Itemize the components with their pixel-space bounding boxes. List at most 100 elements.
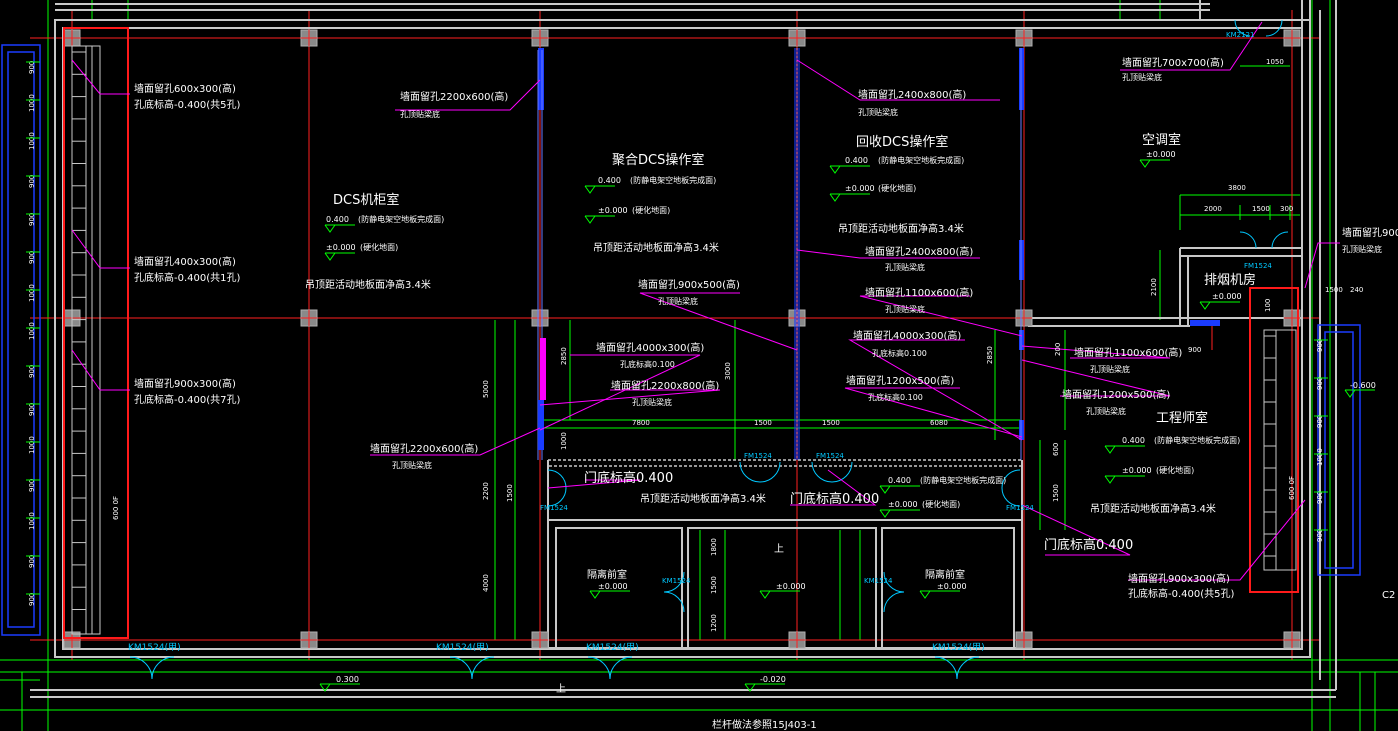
dcs-elev-400-note: (防静电架空地板完成面) <box>358 214 444 224</box>
opening-15-size: 墙面留孔1200x500(高) <box>1062 388 1170 401</box>
dim-3800: 3800 <box>1228 184 1246 192</box>
outside-level-1: 0.300 <box>336 675 359 684</box>
dim-240: 240 <box>1350 286 1363 294</box>
door-sill-notes: 门底标高0.400 门底标高0.400 门底标高0.400 <box>584 470 1133 553</box>
opening-15-level: 孔顶贴梁底 <box>1086 406 1126 416</box>
left-tray-dim-4: 900 <box>28 213 36 226</box>
door-tag-fm2: FM1524 <box>816 452 844 460</box>
left-tray-dim-10: 1000 <box>28 436 36 454</box>
opening-4-level: 孔顶贴梁底 <box>400 109 440 119</box>
iso-center-level: ±0.000 <box>776 582 806 591</box>
opening-2-level: 孔底标高-0.400(共1孔) <box>134 271 240 284</box>
polymer-elev-000: ±0.000 <box>598 206 628 215</box>
opening-11-level: 孔底标高0.100 <box>872 348 927 358</box>
left-rack <box>71 45 101 635</box>
highlight-boxes <box>63 27 1299 639</box>
outside-level-right: -0.600 <box>1350 381 1376 390</box>
door-tag-fm5: FM1524 <box>1244 262 1272 270</box>
engineer-elev-400-note: (防静电架空地板完成面) <box>1154 435 1240 445</box>
railing-note: 栏杆做法参照15J403-1 <box>712 718 817 731</box>
opening-4-size: 墙面留孔2200x600(高) <box>400 90 508 103</box>
opening-3-level: 孔底标高-0.400(共7孔) <box>134 393 240 406</box>
opening-6-level: 孔顶贴梁底 <box>1122 72 1162 82</box>
dim-2850b: 2850 <box>986 346 994 364</box>
column-1 <box>300 29 318 47</box>
column-14 <box>531 631 549 649</box>
column-15 <box>788 631 806 649</box>
dim-4000: 4000 <box>482 574 490 592</box>
left-tray-dim-1: 1000 <box>28 94 36 112</box>
corridor-elev-000: ±0.000 <box>888 500 918 509</box>
dim-1500b: 1500 <box>1325 286 1343 294</box>
door-tag-km3: KM1524(甲) <box>586 642 639 653</box>
left-tray-dim-14: 900 <box>28 593 36 606</box>
room-isolation-left: 隔离前室 <box>587 568 627 581</box>
column-3 <box>788 29 806 47</box>
recovery-elev-000-note: (硬化地面) <box>878 183 916 193</box>
engineer-elev-000-note: (硬化地面) <box>1156 465 1194 475</box>
dim-1500f: 1500 <box>506 484 514 502</box>
column-4 <box>1015 29 1033 47</box>
opening-18-level: 孔顶贴梁底 <box>1342 244 1382 254</box>
door-tag-km2: KM1524(甲) <box>436 642 489 653</box>
room-aircon: 空调室 <box>1142 132 1181 148</box>
elevation-labels: 0.400 (防静电架空地板完成面) ±0.000 (硬化地面) 0.400 (… <box>326 150 1376 684</box>
opening-9-level: 孔顶贴梁底 <box>885 304 925 314</box>
dim-1500e: 1500 <box>710 576 718 594</box>
stair-up-bottom: 上 <box>556 683 566 695</box>
door-tag-km-iso2: KM1524 <box>864 577 893 585</box>
room-isolation-right: 隔离前室 <box>925 568 965 581</box>
column-12 <box>63 631 81 649</box>
smoke-level: ±0.000 <box>1212 292 1242 301</box>
dcs-elev-000-note: (硬化地面) <box>360 242 398 252</box>
corridor-elev-000-note: (硬化地面) <box>922 499 960 509</box>
dim-1500d: 1500 <box>822 419 840 427</box>
opening-2-size: 墙面留孔400x300(高) <box>134 255 236 268</box>
level-markers <box>319 159 1375 692</box>
room-smoke-exhaust: 排烟机房 <box>1204 272 1256 288</box>
recovery-elev-400: 0.400 <box>845 156 868 165</box>
door-sill-center: 门底标高0.400 <box>790 491 879 507</box>
opening-notes: 墙面留孔600x300(高) 孔底标高-0.400(共5孔) 墙面留孔400x3… <box>134 56 1398 600</box>
door-tag-fm3: FM1524 <box>540 504 568 512</box>
engineer-elev-400: 0.400 <box>1122 436 1145 445</box>
opening-1-level: 孔底标高-0.400(共5孔) <box>134 98 240 111</box>
door-sill-right: 门底标高0.400 <box>1044 537 1133 553</box>
door-tag-km-iso1: KM1524 <box>662 577 691 585</box>
right-tray-dim-3: 1000 <box>1316 448 1324 466</box>
dim-2200: 2200 <box>482 482 490 500</box>
opening-17-level: 孔底标高-0.400(共5孔) <box>1128 587 1234 600</box>
misc-labels: 上 上 栏杆做法参照15J403-1 C2 600 0F 600 0F <box>112 476 1395 731</box>
dim-1000: 1000 <box>560 432 568 450</box>
column-7 <box>300 309 318 327</box>
opening-10-level: 孔底标高0.100 <box>620 359 675 369</box>
dimension-labels: 1050 3800 2000 1500 300 1500 240 2100 10… <box>482 58 1363 632</box>
left-tray-dim-12: 1000 <box>28 512 36 530</box>
opening-9-size: 墙面留孔1100x600(高) <box>865 286 973 299</box>
left-tray-dim-7: 1000 <box>28 322 36 340</box>
column-10 <box>1015 309 1033 327</box>
column-5 <box>1283 29 1301 47</box>
right-tray-dim-4: 900 <box>1316 491 1324 504</box>
dim-1200: 1200 <box>710 614 718 632</box>
left-rack-cells <box>72 51 86 610</box>
opening-13-level: 孔底标高0.100 <box>868 392 923 402</box>
aircon-level: ±0.000 <box>1146 150 1176 159</box>
opening-6-size: 墙面留孔700x700(高) <box>1122 56 1224 69</box>
opening-12-size: 墙面留孔2200x800(高) <box>611 379 719 392</box>
dim-2000: 2000 <box>1204 205 1222 213</box>
dcs-elev-000: ±0.000 <box>326 243 356 252</box>
engineer-elev-000: ±0.000 <box>1122 466 1152 475</box>
column-11 <box>1283 309 1301 327</box>
room-polymer-dcs: 聚合DCS操作室 <box>612 152 704 168</box>
polymer-elev-400-note: (防静电架空地板完成面) <box>630 175 716 185</box>
right-rack-cells <box>1264 335 1276 557</box>
cable-trays <box>1 44 1361 636</box>
ceiling-dcs: 吊顶距活动地板面净高3.4米 <box>305 278 431 291</box>
opening-16-size: 墙面留孔2200x600(高) <box>370 442 478 455</box>
left-rack-mark: 600 0F <box>112 496 120 520</box>
right-tray-dim-5: 900 <box>1316 529 1324 542</box>
left-tray-dim-9: 900 <box>28 403 36 416</box>
